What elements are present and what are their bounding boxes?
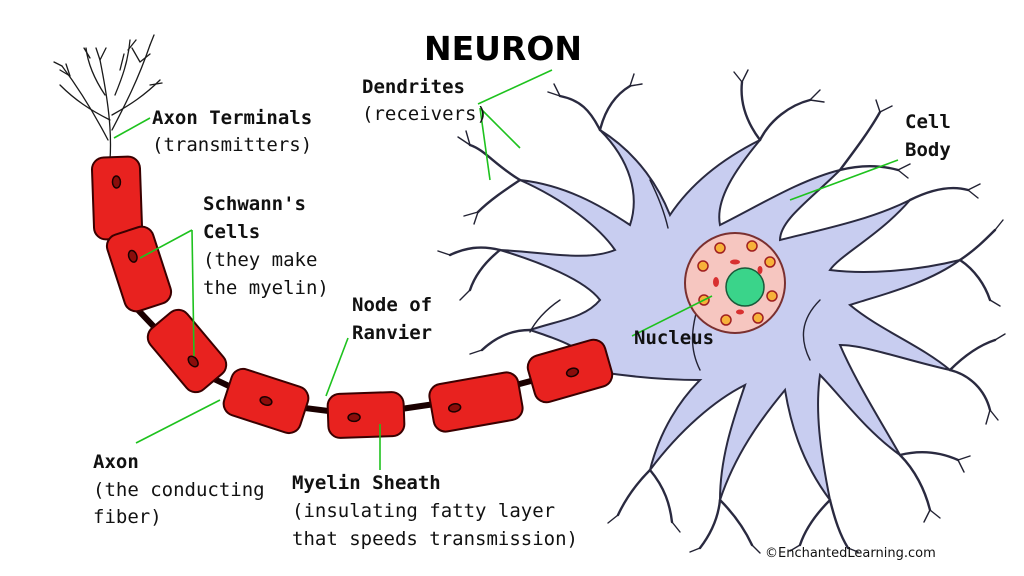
label-axon: Axon — [93, 451, 139, 473]
label-node-of-ranvier-line2: Ranvier — [352, 322, 432, 344]
schwann-cell — [146, 308, 228, 394]
label-axon-note1: (the conducting — [93, 479, 265, 501]
label-cell-body-line2: Body — [905, 139, 951, 161]
myelin-sheath-segments — [90, 155, 614, 439]
label-myelin-sheath: Myelin Sheath — [292, 472, 441, 494]
label-schwanns-cells-note2: the myelin) — [203, 277, 329, 299]
label-axon-note2: fiber) — [93, 506, 162, 528]
label-dendrites-note: (receivers) — [362, 103, 488, 125]
label-node-of-ranvier-line1: Node of — [352, 294, 432, 316]
schwann-cell — [326, 391, 406, 439]
label-schwanns-cells-line2: Cells — [203, 221, 260, 243]
schwann-cell — [428, 371, 524, 433]
schwann-cell — [105, 225, 173, 313]
dendrites — [437, 69, 1006, 554]
diagram-title: NEURON — [424, 29, 582, 68]
label-dendrites: Dendrites — [362, 76, 465, 98]
label-schwanns-cells-note1: (they make — [203, 249, 317, 271]
label-axon-terminals-note: (transmitters) — [152, 134, 312, 156]
label-schwanns-cells-line1: Schwann's — [203, 193, 306, 215]
label-myelin-sheath-note1: (insulating fatty layer — [292, 500, 555, 522]
credit-text: ©EnchantedLearning.com — [765, 546, 936, 561]
label-myelin-sheath-note2: that speeds transmission) — [292, 528, 578, 550]
leader-lines — [113, 69, 899, 470]
label-axon-terminals: Axon Terminals — [152, 107, 312, 129]
axon-terminals — [53, 34, 163, 161]
label-cell-body-line1: Cell — [905, 111, 951, 133]
nucleolus — [725, 267, 765, 307]
nucleus-group — [684, 232, 786, 334]
label-nucleus: Nucleus — [634, 327, 714, 349]
